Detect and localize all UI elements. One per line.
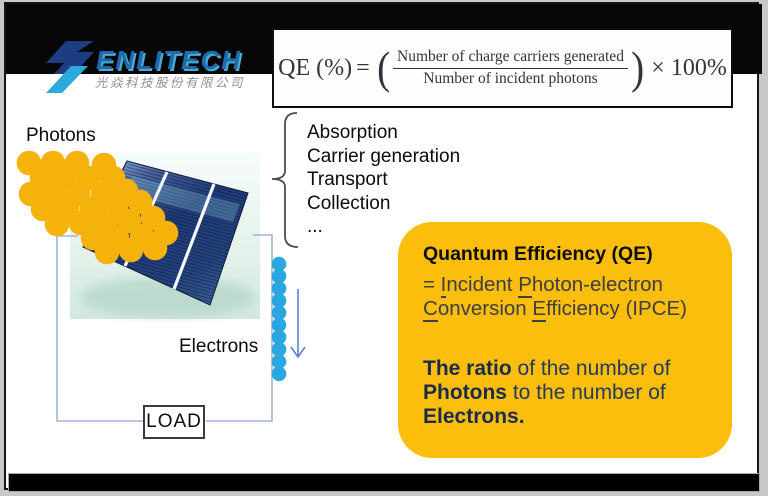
- formula-fraction: Number of charge carriers generated Numb…: [393, 48, 628, 88]
- wire-right: [206, 234, 273, 422]
- electron-dot: [271, 342, 287, 357]
- electron-dot: [271, 366, 287, 382]
- qe-ratio-text: The ratio of the number of Photons to th…: [423, 357, 712, 429]
- cell-reflection: [124, 176, 240, 222]
- load-box: LOAD: [143, 405, 205, 439]
- qe-definition-box: Quantum Efficiency (QE) = Incident Photo…: [398, 222, 732, 458]
- fraction-denominator: Number of incident photons: [423, 69, 598, 87]
- formula-equals: =: [356, 54, 370, 81]
- fraction-numerator: Number of charge carriers generated: [393, 48, 628, 69]
- photon-dot: [142, 235, 168, 261]
- photon-dot: [94, 239, 120, 265]
- process-list: Absorption Carrier generation Transport …: [307, 121, 460, 239]
- qe-ratio-line: Photons to the number of: [423, 381, 666, 404]
- process-item: ...: [307, 216, 323, 237]
- enlitech-logo-icon: [46, 41, 94, 93]
- photons-label: Photons: [26, 125, 96, 146]
- qe-box-title: Quantum Efficiency (QE): [423, 243, 653, 265]
- load-label: LOAD: [146, 411, 202, 432]
- electron-dot: [271, 268, 287, 284]
- footer-bar: [9, 474, 759, 491]
- process-item: Absorption: [307, 122, 398, 143]
- curly-brace-icon: [271, 112, 299, 248]
- formula-rhs: × 100%: [651, 54, 727, 81]
- qe-ratio-line: Electrons.: [423, 405, 525, 428]
- electron-dot: [271, 305, 287, 321]
- qe-definition: = Incident Photon-electron Conversion Ef…: [423, 273, 712, 322]
- wire-left: [56, 235, 143, 422]
- electron-dot: [271, 256, 287, 272]
- photon-dot: [118, 237, 144, 263]
- process-item: Carrier generation: [307, 145, 461, 167]
- qe-definition-line: Conversion Efficiency (IPCE): [423, 296, 687, 322]
- process-item: Collection: [307, 192, 391, 214]
- brand-name: ENLITECH: [96, 45, 242, 75]
- qe-formula-box: QE (%) = ( Number of charge carriers gen…: [272, 28, 733, 108]
- photon-dot: [44, 211, 70, 237]
- electrons-label: Electrons: [179, 336, 259, 357]
- electron-dot: [271, 329, 287, 345]
- qe-definition-line: = Incident Photon-electron: [423, 273, 663, 298]
- busbar-line: [172, 183, 216, 290]
- process-item: Transport: [307, 169, 388, 190]
- qe-ratio-line: The ratio of the number of: [423, 357, 671, 380]
- formula-lhs: QE (%): [278, 54, 353, 81]
- brand-subtitle: 光焱科技股份有限公司: [95, 76, 246, 90]
- flow-arrow-icon: [290, 289, 306, 359]
- electron-dot: [271, 281, 287, 296]
- electron-dot: [271, 354, 287, 369]
- electron-dot: [271, 293, 287, 308]
- photons-cluster: [16, 150, 179, 265]
- electron-dot: [271, 317, 287, 333]
- electrons-chain: [271, 256, 287, 382]
